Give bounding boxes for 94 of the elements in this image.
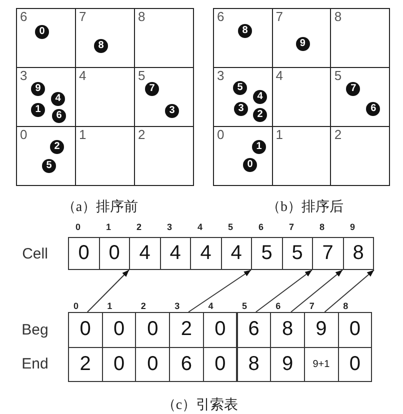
- cell-number: 6: [20, 10, 28, 24]
- table-cell: 0: [98, 237, 130, 270]
- table-cell: 0: [202, 346, 238, 382]
- point-marker: 9: [296, 37, 310, 51]
- table-cell: 4: [220, 237, 252, 270]
- grid-cell: [16, 8, 76, 68]
- caption: （b）排序后: [266, 198, 344, 216]
- arrow: [255, 270, 312, 312]
- table-cell: 6: [236, 312, 272, 348]
- point-marker: 5: [42, 159, 56, 173]
- table-cell: 5: [282, 237, 313, 270]
- table-cell: 2: [68, 346, 103, 382]
- cell-number: 4: [79, 69, 86, 83]
- caption: （c）引索表: [162, 396, 238, 414]
- table-cell: 0: [202, 312, 238, 348]
- cell-number: 8: [334, 10, 342, 24]
- point-marker: 3: [165, 104, 179, 118]
- index-number: 3: [167, 222, 172, 232]
- point-marker: 0: [243, 158, 257, 172]
- table-cell: 0: [338, 312, 372, 348]
- index-number: 3: [174, 301, 180, 311]
- table-cell: 4: [129, 237, 160, 270]
- row-header: Cell: [22, 246, 48, 262]
- table-cell: 7: [312, 237, 344, 270]
- index-number: 5: [242, 301, 247, 311]
- row-header: End: [22, 356, 48, 372]
- cell-number: 7: [79, 10, 86, 24]
- cell-number: 5: [334, 69, 342, 83]
- caption: （a）排序前: [62, 198, 138, 216]
- table-cell: 8: [236, 346, 272, 382]
- point-marker: 4: [253, 90, 267, 104]
- cell-number: 0: [217, 128, 224, 142]
- point-marker: 1: [252, 140, 266, 154]
- cell-number: 3: [20, 69, 28, 83]
- index-number: 2: [140, 301, 146, 311]
- index-number: 4: [198, 222, 202, 232]
- grid-cell: [330, 126, 390, 186]
- index-number: 8: [343, 301, 348, 311]
- point-marker: 7: [346, 82, 360, 96]
- cell-number: 8: [138, 10, 146, 24]
- index-number: 8: [320, 222, 324, 232]
- cell-number: 7: [276, 10, 283, 24]
- cell-number: 2: [138, 128, 146, 142]
- table-cell: 0: [338, 346, 372, 382]
- row-header: Beg: [22, 322, 48, 338]
- index-number: 1: [107, 301, 112, 311]
- point-marker: 8: [238, 24, 252, 38]
- point-marker: 6: [366, 102, 380, 116]
- point-marker: 3: [234, 102, 248, 116]
- cell-number: 1: [276, 128, 283, 142]
- index-number: 9: [350, 222, 355, 232]
- point-marker: 5: [233, 81, 247, 95]
- index-number: 7: [309, 301, 314, 311]
- table-cell: 8: [342, 237, 374, 270]
- point-marker: 0: [35, 25, 49, 39]
- table-cell: 4: [160, 237, 191, 270]
- point-marker: 6: [52, 109, 66, 123]
- index-number: 5: [228, 222, 233, 232]
- cell-number: 3: [217, 69, 224, 83]
- index-number: 6: [276, 301, 281, 311]
- cell-number: 4: [276, 69, 283, 83]
- arrow: [188, 270, 252, 312]
- point-marker: 9: [31, 82, 45, 96]
- index-number: 1: [106, 222, 111, 232]
- point-marker: 7: [145, 82, 159, 96]
- grid-cell: [134, 126, 194, 186]
- table-cell: 4: [190, 237, 222, 270]
- index-number: 2: [136, 222, 142, 232]
- grid-cell: [213, 126, 273, 186]
- cell-number: 0: [20, 128, 28, 142]
- point-marker: 1: [31, 103, 45, 117]
- arrow: [86, 270, 130, 312]
- arrow: [324, 270, 374, 312]
- cell-number: 1: [79, 128, 86, 142]
- index-number: 4: [208, 301, 214, 311]
- arrow: [290, 270, 343, 312]
- point-marker: 8: [94, 39, 108, 53]
- cell-number: 6: [217, 10, 224, 24]
- grid-cell: [213, 8, 273, 68]
- grid-cell: [330, 8, 390, 68]
- index-number: 0: [74, 301, 78, 311]
- point-marker: 2: [253, 108, 267, 122]
- cell-number: 5: [138, 69, 146, 83]
- index-number: 6: [258, 222, 264, 232]
- table-cell: 0: [68, 237, 100, 270]
- index-number: 0: [76, 222, 80, 232]
- index-number: 7: [289, 222, 294, 232]
- table-cell: 5: [251, 237, 282, 270]
- grid-cell: [16, 126, 76, 186]
- point-marker: 2: [50, 140, 64, 154]
- table-cell: 0: [68, 312, 103, 348]
- point-marker: 4: [51, 92, 65, 106]
- grid-cell: [134, 8, 194, 68]
- cell-number: 2: [334, 128, 342, 142]
